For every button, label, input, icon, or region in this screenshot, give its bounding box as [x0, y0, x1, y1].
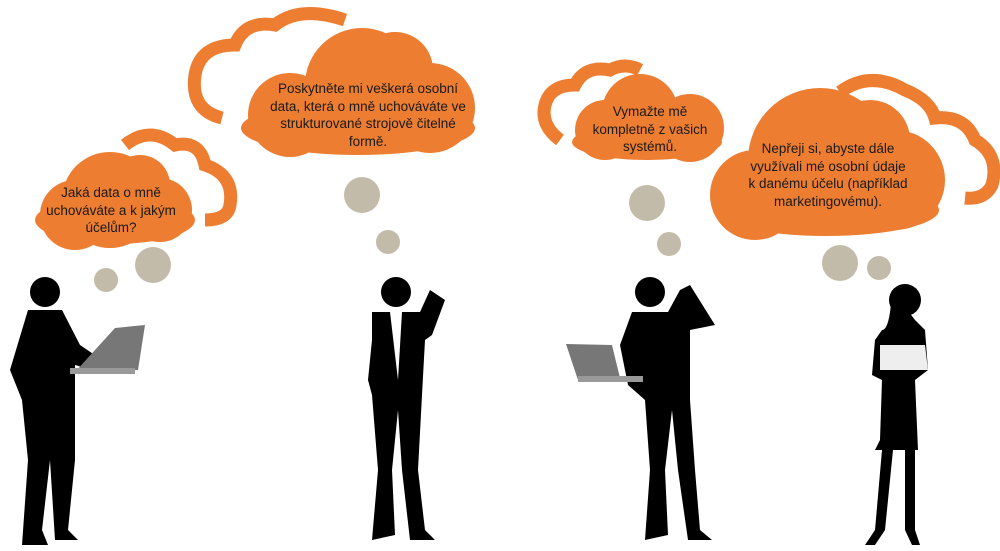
- thought-text-3: Vymažte mě kompletně z vašich systémů.: [592, 104, 708, 154]
- person-laptop-right: [566, 277, 715, 540]
- cloud-2: [241, 28, 475, 157]
- cloud-4: [710, 88, 945, 240]
- thought-text-4: Nepřeji si, abyste dále využívali mé oso…: [748, 141, 908, 209]
- cloud-3: [572, 74, 724, 162]
- thought-bubbles: [94, 177, 891, 292]
- person-laptop-left: [10, 277, 145, 545]
- silhouettes: [10, 277, 928, 545]
- thought-text-2: Poskytněte mi veškerá osobní data, která…: [270, 81, 466, 149]
- person-woman-right: [865, 284, 928, 545]
- thought-text-1: Jaká data o mně uchováváte a k jakým úče…: [46, 185, 176, 235]
- cloud-1: [35, 152, 195, 250]
- cloud-back-outlines: [120, 7, 1000, 227]
- person-thinking-center: [368, 277, 445, 540]
- clouds: [35, 28, 945, 250]
